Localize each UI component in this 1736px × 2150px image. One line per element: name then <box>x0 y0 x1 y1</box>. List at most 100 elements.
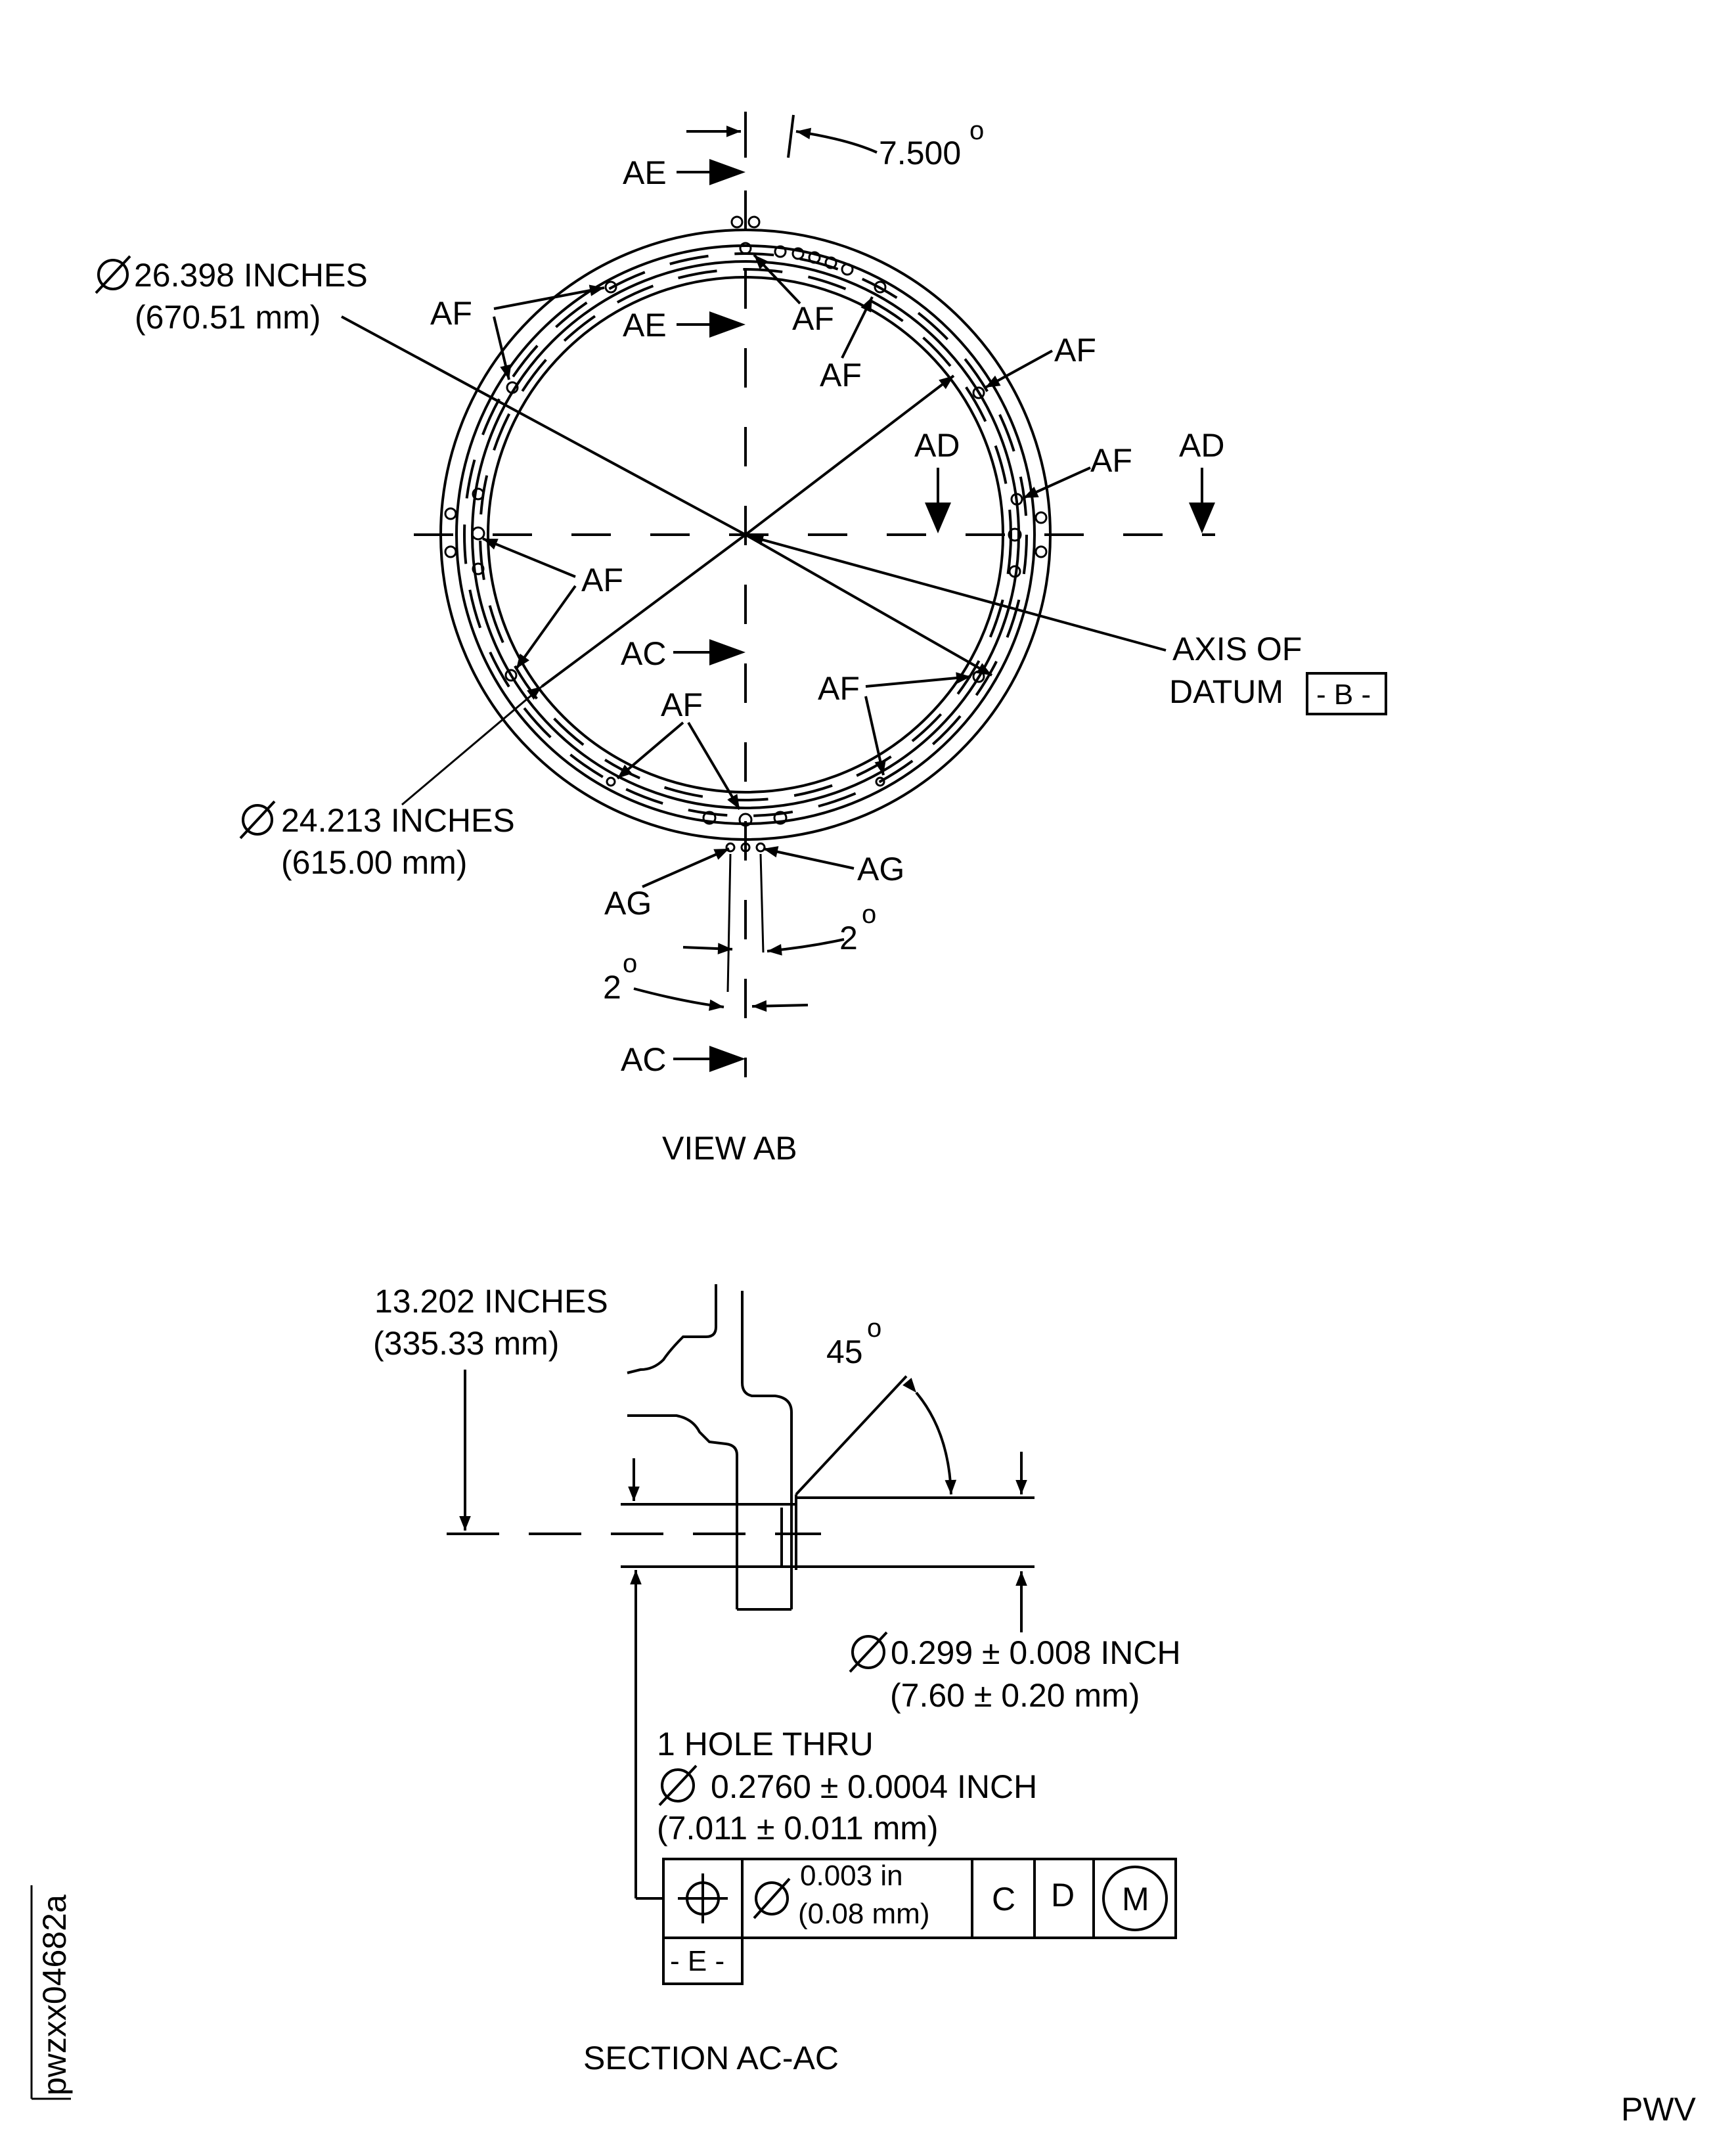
degree-mark: o <box>867 1314 881 1343</box>
af-label: AF <box>1054 332 1096 369</box>
hole-callout: 1 HOLE THRU 0.2760 ± 0.0004 INCH (7.011 … <box>630 1570 1037 1900</box>
hole <box>1008 565 1021 578</box>
hole <box>606 776 616 787</box>
hole <box>972 386 985 399</box>
view-ab-title: VIEW AB <box>662 1130 797 1167</box>
angle-7500-label: 7.500 <box>879 135 961 171</box>
hole <box>1035 511 1048 524</box>
hole <box>791 247 805 260</box>
hole <box>444 507 457 520</box>
fcf-tolerance-in: 0.003 in <box>800 1860 903 1892</box>
hole <box>702 811 717 825</box>
outer-diameter-mm: (670.51 mm) <box>135 299 321 336</box>
datum-axis-line1: AXIS OF <box>1172 631 1302 667</box>
chamfer-angle-label: 45 <box>826 1333 863 1370</box>
section-ac-ac: 45 o 13.202 INCHES (335.33 mm) 0.299 ± 0… <box>373 1283 1181 2076</box>
hole <box>472 487 485 501</box>
radius-mm: (335.33 mm) <box>373 1325 559 1362</box>
bolt-holes <box>444 215 1048 853</box>
counterbore-dimension: 0.299 ± 0.008 INCH (7.60 ± 0.20 mm) <box>849 1452 1181 1714</box>
figure-id-label: pwzxx04682a <box>36 1894 73 2095</box>
inner-diameter-mm: (615.00 mm) <box>281 844 467 881</box>
datum-b-callout: AXIS OF DATUM - B - <box>748 534 1387 715</box>
datum-e-label: - E - <box>670 1945 724 1977</box>
section-ad-left-label: AD <box>914 427 960 464</box>
af-label: AF <box>1090 442 1132 479</box>
hole <box>774 245 787 258</box>
degree-mark: o <box>969 116 984 145</box>
af-label: AF <box>818 670 860 707</box>
section-ae-bottom-label: AE <box>623 307 667 344</box>
fcf-datum-c: C <box>992 1881 1015 1917</box>
af-label: AF <box>430 295 472 332</box>
hole <box>471 526 485 541</box>
view-ab: AE AE 7.500 o 26.398 INCHES (670.51 mm) <box>95 112 1387 1167</box>
datum-b-label: - B - <box>1316 679 1371 711</box>
outer-diameter-in: 26.398 INCHES <box>134 257 368 294</box>
hole-line1: 1 HOLE THRU <box>657 1726 874 1762</box>
fcf-datum-d: D <box>1051 1877 1075 1914</box>
section-ad-right-label: AD <box>1179 427 1224 464</box>
counterbore-mm: (7.60 ± 0.20 mm) <box>890 1677 1140 1714</box>
ag-callouts: AG AG <box>604 846 904 922</box>
af-label: AF <box>581 562 623 598</box>
chamfer-45-dimension: 45 o <box>795 1314 957 1496</box>
hole <box>725 842 736 853</box>
angle-2-left-label: 2 <box>603 969 621 1006</box>
hole <box>506 381 519 394</box>
part-profile <box>621 1284 1035 1611</box>
section-ad-marker: AD AD <box>914 427 1224 533</box>
fcf-modifier: M <box>1122 1881 1149 1917</box>
hole <box>604 280 617 294</box>
hole <box>730 215 744 229</box>
section-ac-top-label: AC <box>621 635 666 672</box>
hole <box>1010 493 1023 506</box>
hole <box>1008 527 1022 542</box>
section-ac-title: SECTION AC-AC <box>583 2040 839 2076</box>
section-ae-top-label: AE <box>623 154 667 191</box>
angle-7500-dimension: 7.500 o <box>686 112 984 171</box>
degree-mark: o <box>862 900 876 929</box>
hole <box>740 842 751 853</box>
hole <box>444 545 457 558</box>
figure-id: pwzxx04682a <box>30 1885 73 2100</box>
hole <box>739 242 752 255</box>
counterbore-in: 0.299 ± 0.008 INCH <box>891 1634 1181 1671</box>
mmc-modifier-icon <box>1102 1866 1168 1931</box>
hole <box>747 215 761 229</box>
af-label: AF <box>792 300 834 337</box>
feature-control-frame: 0.003 in (0.08 mm) C D M - E - <box>662 1858 1177 1985</box>
ag-label: AG <box>857 851 904 887</box>
hole <box>773 811 788 825</box>
hole <box>808 251 821 264</box>
section-ac-marker: AC AC <box>621 635 746 1078</box>
section-ae-marker: AE AE <box>623 154 746 344</box>
section-ac-bottom-label: AC <box>621 1041 666 1078</box>
hole <box>824 256 837 269</box>
hole <box>472 562 485 575</box>
hole-mm: (7.011 ± 0.011 mm) <box>657 1810 939 1847</box>
af-callouts: AF AF AF AF AF AF AF AF <box>430 254 1132 811</box>
hole-in: 0.2760 ± 0.0004 INCH <box>711 1768 1037 1805</box>
hole <box>841 263 854 276</box>
af-label: AF <box>661 686 703 723</box>
hole <box>875 776 885 787</box>
ag-label: AG <box>604 885 652 922</box>
hole <box>1035 545 1048 558</box>
af-label: AF <box>820 357 862 393</box>
hole <box>738 813 753 827</box>
hole <box>755 842 766 853</box>
angle-2-dimensions: 2 o 2 o <box>603 853 876 1012</box>
radius-dimension: 13.202 INCHES (335.33 mm) <box>373 1283 640 1531</box>
inner-diameter-in: 24.213 INCHES <box>281 802 515 839</box>
outer-diameter-dimension: 26.398 INCHES (670.51 mm) <box>95 255 992 677</box>
datum-axis-line2: DATUM <box>1169 673 1283 710</box>
corner-mark: PWV <box>1621 2091 1697 2128</box>
hole <box>504 669 518 682</box>
hole <box>874 280 887 294</box>
fcf-tolerance-mm: (0.08 mm) <box>798 1898 929 1930</box>
angle-2-right-label: 2 <box>839 920 858 956</box>
diameter-icon <box>755 1881 789 1915</box>
inner-diameter-dimension: 24.213 INCHES (615.00 mm) <box>239 374 955 881</box>
